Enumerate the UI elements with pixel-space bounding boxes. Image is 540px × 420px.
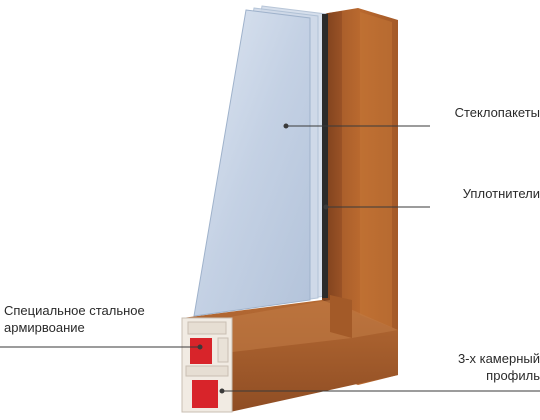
leader-glass-dot [284, 124, 288, 128]
callout-profile-line2: профиль [420, 367, 540, 384]
glass-pane-front [194, 10, 310, 316]
callout-steel-reinforcement: Специальное стальное армирвоание [4, 302, 174, 336]
callout-profile-line1: 3-х камерный [420, 350, 540, 367]
seal-strip [322, 14, 328, 298]
callout-seals: Уплотнители [430, 185, 540, 202]
callout-glass-units-text: Стеклопакеты [455, 105, 540, 120]
frame-bevel [330, 295, 352, 338]
steel-reinforcement-bottom [192, 380, 218, 408]
pvc-chamber-side [218, 338, 228, 362]
pvc-profile-section [182, 318, 232, 412]
callout-glass-units: Стеклопакеты [430, 104, 540, 121]
pvc-chamber-top [188, 322, 226, 334]
frame-inner-strip [360, 12, 392, 344]
steel-reinforcement-top [190, 338, 212, 364]
glass-unit [194, 6, 328, 316]
callout-steel-line2: армирвоание [4, 319, 174, 336]
leader-profile-dot [220, 389, 224, 393]
callout-seals-text: Уплотнители [463, 186, 540, 201]
leader-steel-dot [198, 345, 202, 349]
callout-profile: 3-х камерный профиль [420, 350, 540, 384]
callout-steel-line1: Специальное стальное [4, 302, 174, 319]
leader-seals-dot [324, 205, 328, 209]
pvc-chamber-mid [186, 366, 228, 376]
